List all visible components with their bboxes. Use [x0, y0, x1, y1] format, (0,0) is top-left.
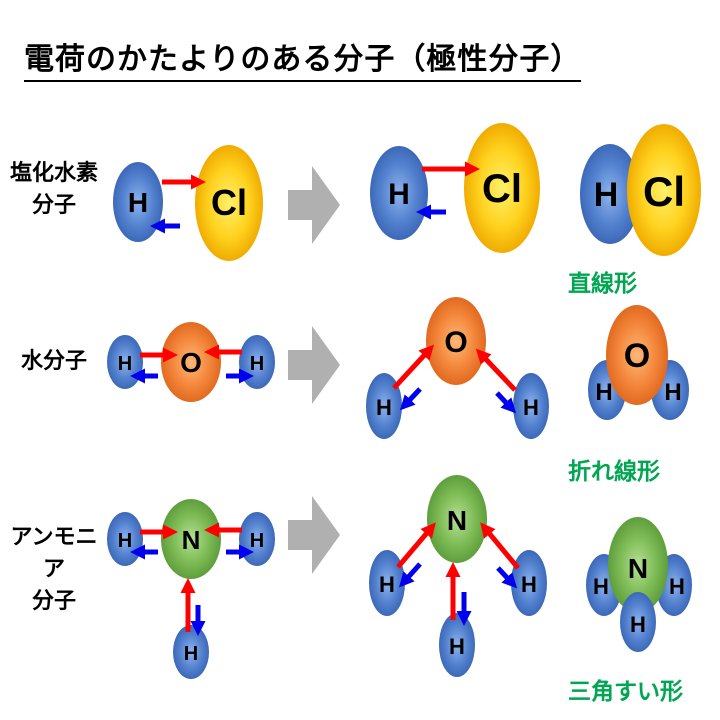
hcl-after-h-atom — [370, 146, 428, 240]
water-after-h-atom-right — [513, 373, 549, 439]
water-model-h-label-right: H — [664, 379, 681, 406]
water-after-o-label: O — [444, 326, 467, 359]
ammonia-after-blue-arrow-left — [398, 562, 422, 588]
ammonia-before-n-label: N — [182, 525, 201, 555]
shape-label-trigonal-pyramidal: 三角すい形 — [568, 679, 683, 705]
hcl-after: H Cl — [370, 123, 540, 253]
hcl-model-cl-label: Cl — [643, 168, 685, 215]
ammonia-after-h-label-bottom: H — [449, 634, 465, 659]
ammonia-after-h-label-right: H — [521, 572, 537, 597]
ammonia-before-h-atom-bottom — [173, 625, 209, 679]
water-before-o-atom — [161, 322, 221, 402]
row-label-ammonia-line2: 分子 — [31, 589, 76, 614]
ammonia-after-red-arrow-left — [396, 522, 436, 569]
water-after-h-label-left: H — [376, 395, 392, 420]
water-before-h-label-left: H — [118, 353, 132, 375]
hcl-after-cl-atom — [464, 123, 540, 253]
ammonia-model-n-label: N — [628, 553, 648, 584]
shape-label-bent: 折れ線形 — [568, 459, 660, 485]
water-after-blue-arrow-left — [399, 387, 422, 411]
water-before-h-label-right: H — [250, 353, 264, 375]
ammonia-model: N H H H — [586, 517, 692, 652]
hcl-before-cl-label: Cl — [211, 182, 247, 223]
water-after-h-atom-left — [366, 373, 402, 439]
ammonia-after-n-label: N — [447, 505, 467, 536]
ammonia-before-h-label-right: H — [250, 530, 264, 552]
water-model-o-atom — [606, 305, 668, 405]
water-after-red-arrow-right — [475, 348, 517, 392]
water-after-blue-arrow-right — [495, 391, 517, 414]
ammonia-model-h-label-right: H — [669, 574, 685, 599]
hcl-before: H Cl — [113, 145, 263, 261]
ammonia-after-h-atom-bottom — [439, 613, 475, 677]
row-label-ammonia-line1: アンモニア — [10, 525, 98, 582]
row-label-hcl-line1: 塩化水素 — [9, 161, 98, 186]
ammonia-before-h-label-left: H — [118, 530, 132, 552]
water-before: H O H — [107, 322, 275, 402]
water-before-o-label: O — [180, 347, 202, 378]
hcl-after-cl-label: Cl — [482, 167, 522, 211]
ammonia-model-n-atom — [608, 517, 668, 613]
ammonia-after-red-arrow-right — [480, 522, 520, 570]
hcl-model-h-atom — [580, 144, 640, 244]
ammonia-before-n-atom — [161, 499, 221, 579]
hcl-model: H Cl — [580, 124, 701, 256]
ammonia-after-n-atom — [427, 475, 487, 563]
ammonia-after-h-atom-right — [511, 550, 547, 616]
process-arrow-water — [288, 326, 340, 404]
ammonia-model-h-atom-bottom — [620, 592, 656, 652]
ammonia-model-h-label-bottom: H — [630, 612, 646, 637]
hcl-after-h-label: H — [388, 178, 410, 211]
row-label-ammonia: アンモニア 分子 — [0, 522, 108, 618]
water-model-h-label-left: H — [595, 379, 612, 406]
water-after-o-atom — [426, 297, 486, 385]
process-arrow-hcl — [288, 166, 340, 244]
row-label-hcl-line2: 分子 — [31, 193, 76, 218]
process-arrow-ammonia — [288, 496, 340, 574]
hcl-model-cl-atom — [627, 124, 701, 256]
hcl-model-h-label: H — [594, 176, 619, 214]
row-label-water: 水分子 — [8, 346, 100, 378]
water-after-red-arrow-left — [392, 344, 435, 390]
row-label-hcl: 塩化水素 分子 — [8, 158, 100, 222]
ammonia-after: N H H H — [369, 475, 547, 677]
water-after-h-label-right: H — [523, 395, 539, 420]
ammonia-model-h-label-left: H — [593, 574, 609, 599]
row-label-water-line1: 水分子 — [20, 349, 87, 374]
ammonia-after-h-label-left: H — [379, 572, 395, 597]
ammonia-before: H N H H — [107, 499, 275, 679]
hcl-before-h-label: H — [128, 187, 148, 218]
ammonia-after-h-atom-left — [369, 550, 405, 616]
ammonia-after-blue-arrow-right — [496, 566, 518, 589]
water-model: O H H — [588, 305, 689, 420]
page-title: 電荷のかたよりのある分子（極性分子） — [24, 34, 582, 82]
ammonia-before-h-label-bottom: H — [184, 643, 198, 665]
water-after: O H H — [366, 297, 549, 439]
hcl-before-cl-atom — [195, 145, 263, 261]
shape-label-linear: 直線形 — [568, 271, 637, 297]
water-model-o-label: O — [624, 337, 650, 375]
